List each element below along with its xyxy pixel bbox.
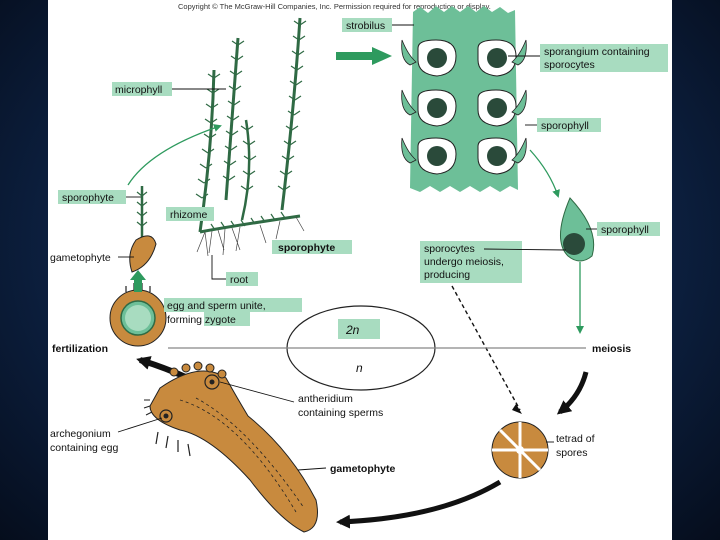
zygote-up-arrow (130, 270, 146, 292)
lifecycle-diagram: Copyright © The McGraw-Hill Companies, I… (48, 0, 672, 540)
strobilus-section (402, 6, 527, 192)
sporocytes-line2: undergo meiosis, (424, 256, 504, 268)
sporophyte-center-label: sporophyte (278, 242, 335, 254)
sporophyll-icon (560, 198, 593, 261)
zygote-archegonium-icon (110, 283, 166, 346)
spore-to-gametophyte-arrow (340, 482, 500, 522)
sporangium-label-line1: sporangium containing (544, 46, 650, 58)
gametophyte-icon (144, 362, 318, 532)
sporangium-label-line2: sporocytes (544, 59, 595, 71)
gametophyte-left-label: gametophyte (50, 252, 111, 264)
archegonium-line2: containing egg (50, 442, 118, 454)
sporophyll-top-label: sporophyll (541, 120, 589, 132)
copyright-text: Copyright © The McGraw-Hill Companies, I… (178, 2, 491, 11)
antheridium-line2: containing sperms (298, 407, 383, 419)
strobilus-label: strobilus (346, 20, 385, 32)
young-sporophyte-icon (130, 186, 156, 272)
archegonium-line1: archegonium (50, 428, 111, 440)
meiosis-curve-arrow (560, 372, 586, 412)
gametophyte-bottom-label: gametophyte (330, 463, 396, 475)
fertilization-label: fertilization (52, 343, 108, 355)
sporocytes-line3: producing (424, 269, 470, 281)
rhizome-label: rhizome (170, 209, 208, 221)
tetrad-line2: spores (556, 447, 588, 459)
sporophyte-left-label: sporophyte (62, 192, 114, 204)
spore-tetrad-icon (492, 422, 548, 478)
microphyll-label: microphyll (115, 84, 162, 96)
antheridium-line1: antheridium (298, 393, 353, 405)
egg-sperm-line1: egg and sperm unite, (167, 300, 266, 312)
ploidy-2n: 2n (345, 323, 360, 337)
strobilus-zoom-arrow (336, 47, 392, 65)
tetrad-line1: tetrad of (556, 433, 595, 445)
egg-sperm-line2: forming zygote (167, 314, 236, 326)
ploidy-n: n (356, 361, 363, 375)
sporocytes-line1: sporocytes (424, 243, 475, 255)
root-label: root (230, 274, 248, 286)
diagram-slide: Copyright © The McGraw-Hill Companies, I… (48, 0, 672, 540)
sporophyll-right-label: sporophyll (601, 224, 649, 236)
meiosis-label: meiosis (592, 343, 631, 355)
cycle-arrow-right (530, 150, 558, 196)
